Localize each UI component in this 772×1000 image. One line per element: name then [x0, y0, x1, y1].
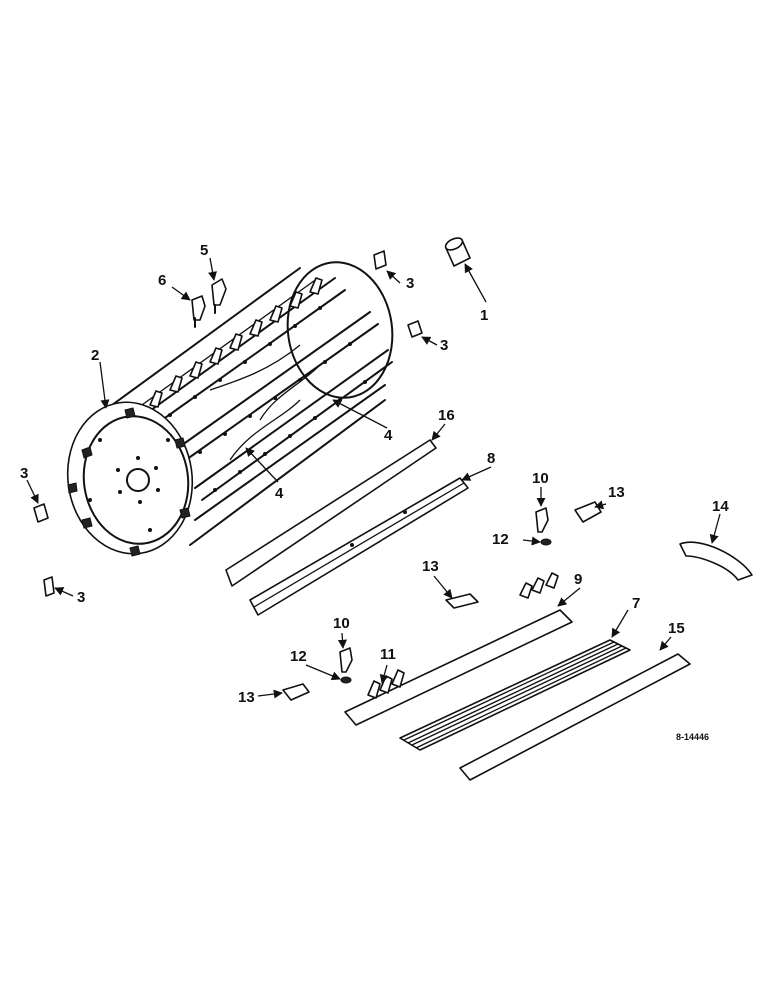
perforated-plate-part-9	[344, 572, 573, 726]
part-3-bottom	[43, 576, 55, 597]
callout-8: 8	[487, 450, 495, 467]
reference-code: 8-14446	[676, 732, 709, 742]
callout-16: 16	[438, 407, 455, 424]
part-5	[211, 278, 227, 306]
callout-3d: 3	[77, 589, 85, 606]
callout-5: 5	[200, 242, 208, 259]
callout-10b: 10	[333, 615, 350, 632]
callout-6: 6	[158, 272, 166, 289]
part-13-lower	[282, 683, 310, 701]
callout-12b: 12	[290, 648, 307, 665]
part-12-lower	[340, 676, 352, 684]
callout-15: 15	[668, 620, 685, 637]
callout-3a: 3	[406, 275, 414, 292]
angle-strip-part-15	[459, 653, 691, 781]
disc-bolt-holes	[88, 438, 170, 532]
part-12-upper	[540, 538, 552, 546]
part-3-left	[33, 503, 49, 523]
callout-11: 11	[380, 646, 396, 663]
bar-holes	[168, 306, 367, 492]
callout-12a: 12	[492, 531, 509, 548]
part-3-right	[407, 320, 423, 338]
curved-plate-part-14	[679, 541, 753, 581]
callout-13a: 13	[608, 484, 625, 501]
callout-1: 1	[480, 307, 488, 324]
callout-4a: 4	[384, 427, 393, 444]
callout-4b: 4	[275, 485, 284, 502]
part-3-top	[373, 250, 387, 270]
part-10-lower	[339, 647, 353, 673]
callout-14: 14	[712, 498, 729, 515]
strip-part-16	[225, 439, 437, 587]
callout-10a: 10	[532, 470, 549, 487]
grate-part-7	[399, 639, 631, 751]
callout-labels: 1 2 3 3 3 3 4 4 5 6 7 8 9 10 10 11 12 12…	[20, 242, 729, 706]
callout-3b: 3	[440, 337, 448, 354]
callout-13c: 13	[238, 689, 255, 706]
cylinder-assembly	[66, 261, 394, 557]
rasp-teeth	[149, 277, 323, 408]
teeth-part-11	[367, 669, 405, 699]
callout-2: 2	[91, 347, 99, 364]
callout-13b: 13	[422, 558, 439, 575]
bushing-part	[444, 237, 471, 267]
callout-3c: 3	[20, 465, 28, 482]
part-13-middle	[445, 593, 479, 609]
part-10-upper	[535, 507, 549, 533]
part-13-upper	[574, 501, 602, 523]
leader-lines	[26, 257, 721, 699]
callout-7: 7	[632, 595, 640, 612]
callout-9: 9	[574, 571, 582, 588]
part-6	[191, 295, 206, 321]
